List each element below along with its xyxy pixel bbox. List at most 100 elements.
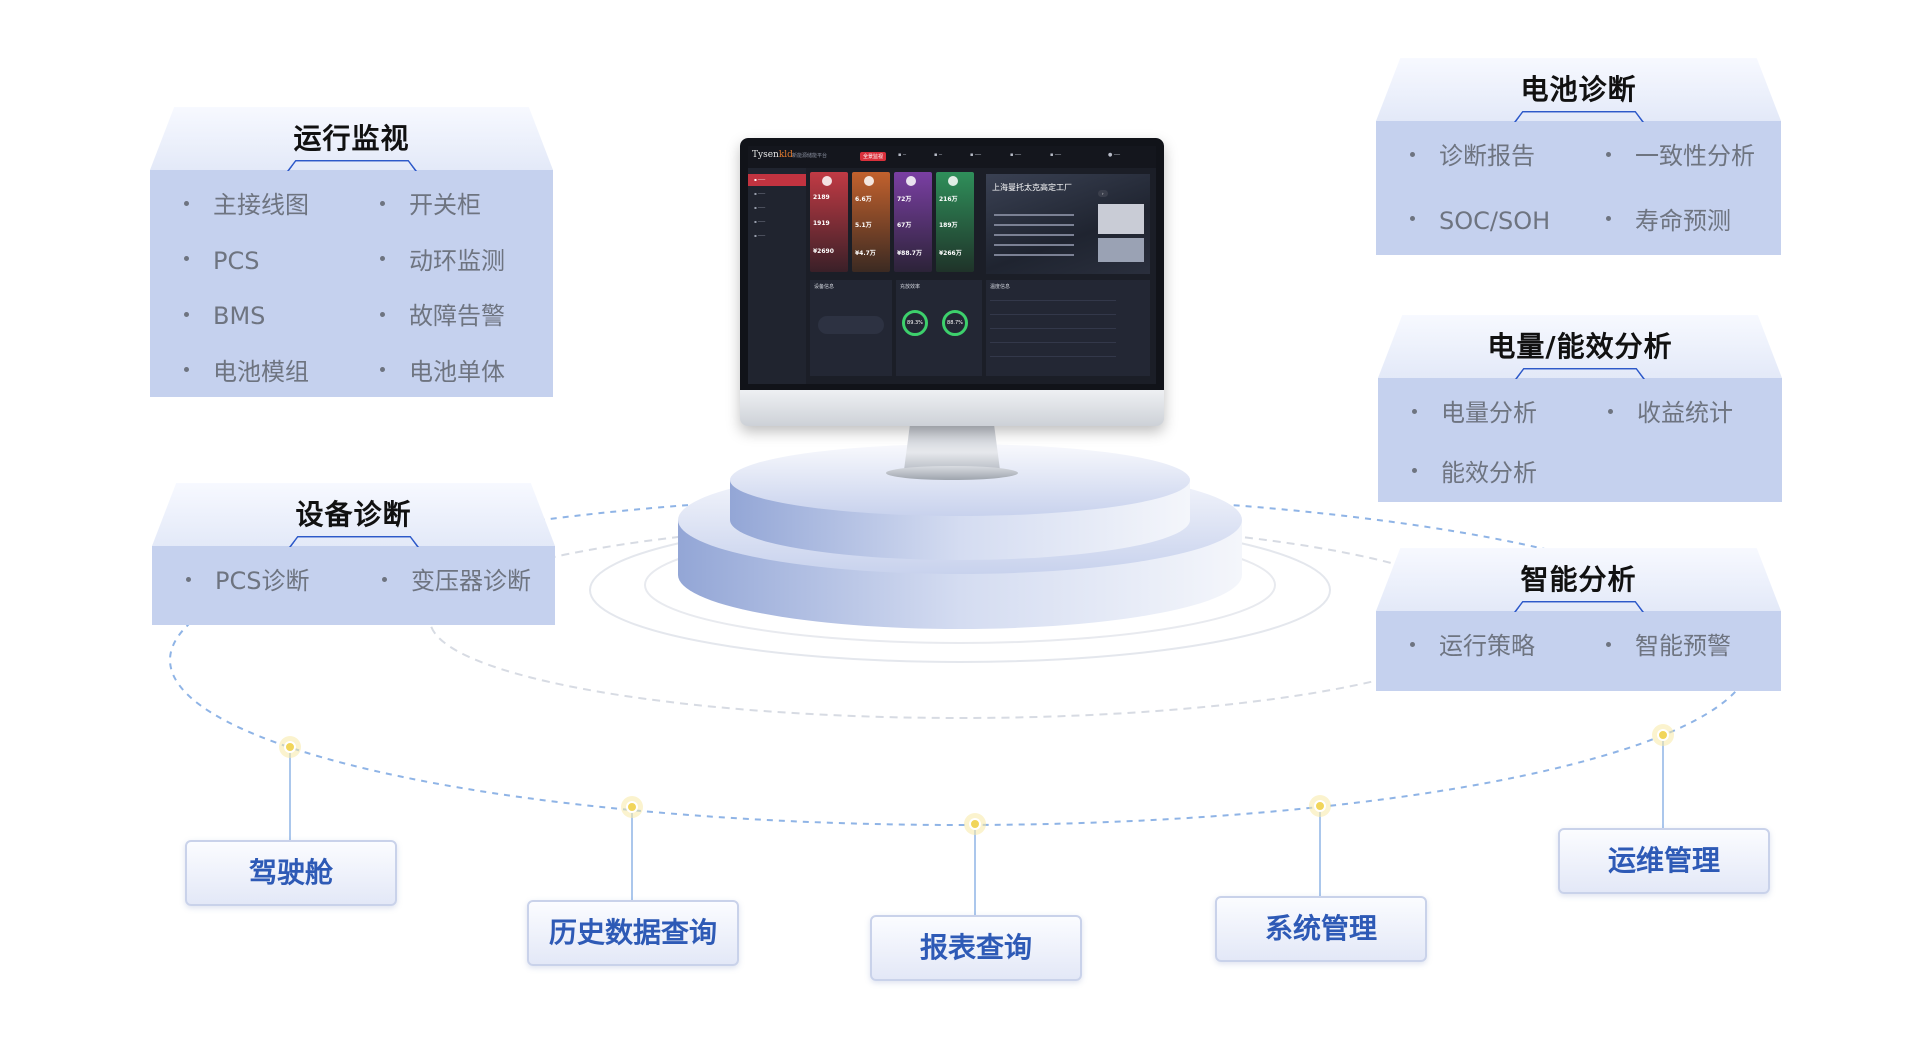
history-query-button[interactable]: 历史数据查询 — [527, 900, 739, 966]
podium-upper-tier — [730, 444, 1190, 560]
card-run-monitor: 运行监视 主接线图 开关柜 PCS 动环监测 BMS 故障告警 电池模组 电池单… — [150, 107, 553, 397]
feature-item[interactable]: 寿命预测 — [1606, 204, 1796, 256]
card-title: 智能分析 — [1520, 563, 1637, 596]
screen-tab-2: ▪ ─ — [934, 152, 942, 158]
monitor-neck — [904, 426, 1000, 470]
screen-logo-accent: kld — [778, 150, 793, 160]
card-header-slab — [150, 107, 553, 170]
feature-label: 开关柜 — [409, 191, 481, 219]
kpi-card-orange: 6.6万 5.1万 ¥4.7万 — [852, 172, 890, 272]
card-header-slab — [152, 483, 555, 546]
cockpit-button[interactable]: 驾驶舱 — [185, 840, 397, 906]
feature-item[interactable]: 运行策略 — [1410, 629, 1606, 691]
bullet-icon — [184, 256, 189, 261]
feature-label: PCS诊断 — [215, 567, 310, 595]
feature-item[interactable]: 变压器诊断 — [382, 564, 572, 625]
feature-label: 诊断报告 — [1439, 142, 1535, 170]
site-photo: 上海曼托太克高定工厂 › — [986, 174, 1150, 274]
table-row — [990, 328, 1116, 329]
feature-item[interactable]: 电池单体 — [380, 355, 570, 398]
table-row — [990, 300, 1116, 301]
screen-tab-4: ▪ ── — [1010, 152, 1021, 158]
node-history — [621, 796, 643, 818]
kpi-value: 216万 — [939, 196, 958, 203]
screen-side-item-5: ▪ ─── — [754, 233, 766, 238]
node-system — [1309, 795, 1331, 817]
screen-logo: Tysenkld — [752, 150, 793, 160]
feature-label: 运行策略 — [1439, 632, 1535, 660]
card-smart-analysis: 智能分析 运行策略 智能预警 — [1376, 548, 1781, 691]
screen-subtitle: 新能源储能平台 — [792, 153, 828, 159]
report-query-button[interactable]: 报表查询 — [870, 915, 1082, 981]
table-row — [990, 342, 1116, 343]
bullet-icon — [186, 576, 191, 582]
screen-tab-3: ▪ ── — [970, 152, 981, 158]
kpi-value: ¥2690 — [813, 248, 834, 255]
bullet-icon — [184, 200, 189, 206]
feature-item[interactable]: 故障告警 — [380, 299, 570, 342]
card-body: 诊断报告 一致性分析 SOC/SOH 寿命预测 — [1376, 121, 1781, 255]
bullet-icon — [1606, 151, 1611, 157]
node-cockpit — [279, 736, 301, 758]
screen-tab-5: ▪ ── — [1050, 152, 1061, 158]
kpi-value: 5.1万 — [855, 222, 872, 229]
feature-label: 寿命预测 — [1635, 206, 1731, 235]
feature-item[interactable]: 开关柜 — [380, 188, 570, 231]
system-management-button[interactable]: 系统管理 — [1215, 896, 1427, 962]
kpi-icon — [948, 176, 958, 186]
bullet-icon — [380, 200, 385, 206]
feature-item[interactable]: 诊断报告 — [1410, 139, 1606, 191]
card-header: 电池诊断 — [1376, 58, 1781, 122]
bullet-icon — [382, 576, 387, 582]
feature-item[interactable]: PCS诊断 — [186, 564, 382, 625]
card-title: 运行监视 — [293, 122, 410, 155]
device-selector — [818, 316, 884, 334]
bullet-icon — [1412, 408, 1417, 414]
node-report — [964, 813, 986, 835]
card-device-diagnosis: 设备诊断 PCS诊断 变压器诊断 — [152, 483, 555, 625]
card-header-slab — [1378, 315, 1782, 378]
site-info-line — [994, 224, 1074, 226]
card-tab-accent — [286, 159, 417, 171]
monitor-bezel: Tysenkld 新能源储能平台 全景监视 ▪ ─ ▪ ─ ▪ ── ▪ ── … — [740, 138, 1164, 390]
card-header: 设备诊断 — [152, 483, 555, 547]
feature-item[interactable]: 电量分析 — [1412, 396, 1608, 443]
feature-item[interactable]: 收益统计 — [1608, 396, 1798, 443]
feature-item[interactable]: BMS — [184, 299, 380, 342]
feature-label: 电量分析 — [1441, 399, 1537, 427]
bullet-icon — [1410, 216, 1415, 221]
feature-label: 能效分析 — [1441, 458, 1537, 487]
feature-item[interactable]: 一致性分析 — [1606, 139, 1796, 191]
feature-item[interactable]: 智能预警 — [1606, 629, 1796, 691]
feature-item[interactable]: 动环监测 — [380, 244, 570, 287]
kpi-card-purple: 72万 67万 ¥88.7万 — [894, 172, 932, 272]
monitor-chin — [740, 390, 1164, 426]
bullet-icon — [184, 367, 189, 372]
site-photo-title: 上海曼托太克高定工厂 — [992, 183, 1072, 192]
feature-item[interactable]: 能效分析 — [1412, 456, 1608, 503]
card-body: 主接线图 开关柜 PCS 动环监测 BMS 故障告警 电池模组 电池单体 — [150, 170, 553, 397]
card-title: 设备诊断 — [295, 498, 412, 531]
kpi-value: 6.6万 — [855, 196, 872, 203]
screen-badge: 全景监视 — [860, 152, 887, 161]
kpi-value: 189万 — [939, 222, 958, 229]
card-tab-accent — [1513, 110, 1644, 122]
feature-item[interactable]: 电池模组 — [184, 355, 380, 398]
kpi-icon — [864, 176, 874, 186]
bullet-icon — [1410, 151, 1415, 157]
kpi-card-green: 216万 189万 ¥266万 — [936, 172, 974, 272]
card-header-slab — [1376, 548, 1781, 611]
feature-item[interactable]: 主接线图 — [184, 188, 380, 231]
site-photo-button: › — [1098, 190, 1108, 197]
site-info-line — [994, 254, 1074, 256]
feature-item[interactable]: PCS — [184, 244, 380, 287]
bullet-icon — [1608, 408, 1613, 414]
screen-side-item-3: ▪ ─── — [754, 205, 766, 210]
screen-side-item-4: ▪ ─── — [754, 219, 766, 224]
kpi-value: 67万 — [897, 222, 912, 229]
ops-management-button[interactable]: 运维管理 — [1558, 828, 1770, 894]
feature-item[interactable]: SOC/SOH — [1410, 204, 1606, 256]
feature-label: 收益统计 — [1637, 399, 1733, 427]
panel-title: 充放效率 — [900, 284, 921, 290]
bullet-icon — [380, 367, 385, 372]
